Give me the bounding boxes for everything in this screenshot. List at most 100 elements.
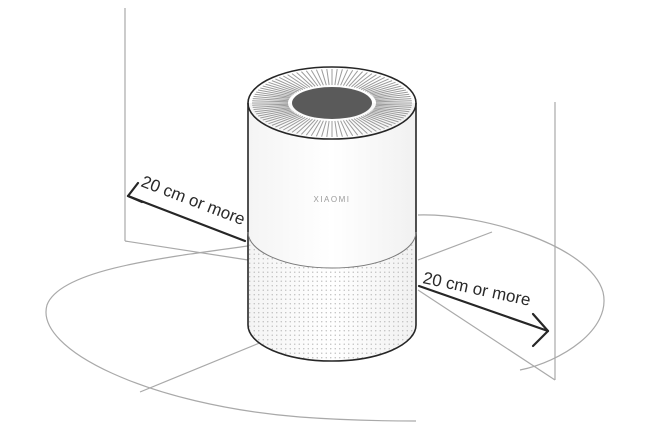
vent-slot [340, 69, 349, 86]
vent-slot [373, 108, 408, 115]
floor-clearance-ellipse-right [417, 214, 605, 371]
vent-slot [256, 108, 291, 115]
vent-slot [310, 120, 322, 137]
vent-slot [254, 93, 290, 99]
vent-slot [262, 85, 295, 95]
vent-slot [375, 100, 412, 103]
vent-slot [287, 74, 308, 89]
vent-slot [305, 119, 319, 136]
vent-slot [296, 118, 313, 134]
vent-slot [345, 70, 359, 87]
vent-slot [366, 81, 396, 93]
vent-slot [358, 116, 381, 131]
vent-slot [340, 120, 349, 137]
right-arrow-head [531, 312, 550, 348]
vent-slot [369, 111, 402, 121]
vent-slot [326, 120, 330, 137]
vent-slot [375, 103, 412, 106]
vent-slot [310, 69, 322, 86]
vent-slot [369, 85, 402, 95]
vent-slot [360, 76, 385, 90]
vent-slot [262, 111, 295, 121]
vent-slot [253, 106, 289, 111]
vent-slot [315, 120, 324, 137]
vent-slot [260, 110, 293, 119]
vent-slot [271, 80, 300, 92]
floor-clearance-ellipse [45, 245, 417, 422]
vent-slot [291, 73, 311, 88]
vent-slot [254, 107, 290, 113]
vent-slot [358, 75, 381, 90]
vent-slot [321, 69, 327, 86]
vent-slot [252, 104, 289, 108]
vent-slot [348, 71, 363, 87]
vent-slot [301, 119, 316, 135]
left-arrow-shaft [126, 194, 247, 243]
vent-slot [268, 81, 298, 93]
vent-slot [372, 89, 406, 97]
left-clearance-arrow: 20 cm or more [126, 172, 248, 243]
vent-slot [364, 80, 393, 92]
top-vent-center [292, 87, 372, 119]
vent-slot [374, 107, 410, 113]
left-arrow-head [126, 181, 144, 204]
vent-slot [260, 87, 293, 96]
vent-slot [283, 75, 306, 90]
vent-slot [275, 115, 302, 128]
top-vent-slots [252, 69, 412, 137]
vent-slot [342, 69, 354, 86]
vent-slot [356, 74, 377, 89]
right-clearance-arrow: 20 cm or more [417, 268, 550, 348]
vent-slot [256, 91, 291, 98]
brand-logo: XIAOMI [313, 195, 350, 204]
vent-slot [296, 72, 313, 88]
vent-slot [258, 89, 292, 97]
vent-slot [265, 112, 296, 123]
vent-slot [279, 76, 304, 90]
vent-slot [375, 106, 411, 111]
vent-slot [275, 78, 302, 91]
vent-slot [362, 78, 389, 91]
vent-slot [265, 83, 296, 94]
vent-slot [345, 119, 359, 136]
vent-slot [287, 117, 308, 132]
vent-slot [252, 98, 289, 102]
vent-slot [337, 69, 343, 86]
mesh-top-seam [247, 231, 417, 269]
vent-slot [253, 95, 289, 100]
vent-slot [375, 95, 411, 100]
vent-slot [271, 114, 300, 126]
room-guides [45, 8, 605, 422]
vent-slot [326, 69, 330, 86]
vent-slot [321, 120, 327, 137]
vent-slot [375, 98, 412, 102]
vent-slot [372, 109, 406, 117]
vent-slot [337, 120, 343, 137]
vent-slot [374, 93, 410, 99]
vent-slot [351, 118, 368, 134]
vent-slot [348, 119, 363, 135]
back-floor-seam [417, 231, 493, 261]
vent-slot [371, 87, 404, 96]
vent-slot [360, 116, 385, 130]
vent-slot [362, 115, 389, 128]
vent-slot [342, 120, 354, 137]
vent-slot [315, 69, 324, 86]
front-floor-seam [139, 341, 263, 393]
vent-slot [279, 116, 304, 130]
vent-slot [351, 72, 368, 88]
vent-slot [252, 103, 289, 106]
purifier-bottom-rim [247, 324, 417, 362]
vent-slot [334, 120, 338, 137]
vent-slot [353, 73, 373, 88]
vent-slot [283, 116, 306, 131]
vent-slot [334, 69, 338, 86]
vent-slot [268, 113, 298, 125]
vent-slot [364, 114, 393, 126]
vent-slot [371, 110, 404, 119]
vent-slot [258, 109, 292, 117]
vent-slot [368, 83, 399, 94]
vent-slot [291, 118, 311, 133]
right-arrow-shaft [417, 284, 550, 333]
right-wall-floor-line [417, 289, 556, 381]
